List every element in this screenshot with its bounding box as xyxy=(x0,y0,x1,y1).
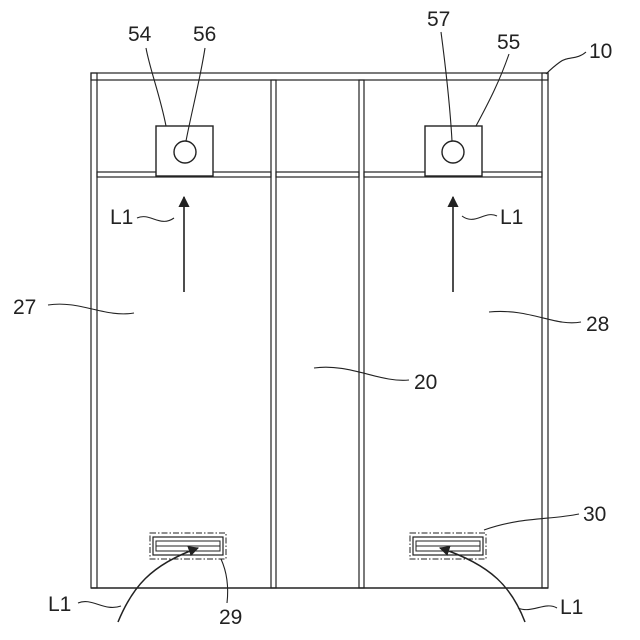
housing-left-wall xyxy=(91,73,97,588)
label-l1-upper-right: L1 xyxy=(500,206,523,229)
left-inlet-29 xyxy=(150,533,226,559)
label-l1-lower-right: L1 xyxy=(560,596,583,619)
label-56: 56 xyxy=(193,23,216,46)
leader-28 xyxy=(489,311,581,322)
partition-right xyxy=(359,80,364,588)
leader-57 xyxy=(441,32,452,141)
shelf-center xyxy=(276,172,359,177)
housing-right-wall xyxy=(542,73,548,588)
label-20: 20 xyxy=(414,371,437,394)
leader-10 xyxy=(546,52,586,74)
label-30: 30 xyxy=(583,503,606,526)
label-l1-lower-left: L1 xyxy=(48,593,71,616)
leader-30 xyxy=(484,514,579,530)
leader-55 xyxy=(476,54,509,126)
housing-top-wall xyxy=(91,73,548,80)
label-10: 10 xyxy=(589,40,612,63)
partition-left xyxy=(271,80,276,588)
right-module-55 xyxy=(425,126,482,176)
label-l1-upper-left: L1 xyxy=(110,206,133,229)
leader-l1-upper-right xyxy=(462,215,497,220)
leader-54 xyxy=(146,48,166,126)
label-54: 54 xyxy=(128,23,152,46)
left-module-54 xyxy=(156,126,213,176)
leader-l1-upper-left xyxy=(137,217,174,222)
label-29: 29 xyxy=(219,606,242,629)
port-56-circle xyxy=(174,141,196,163)
label-27: 27 xyxy=(13,296,36,319)
right-inlet-30 xyxy=(410,533,486,559)
label-55: 55 xyxy=(497,31,520,54)
leader-l1-lower-right xyxy=(518,606,557,610)
label-57: 57 xyxy=(427,8,450,31)
port-57-circle xyxy=(442,141,464,163)
leader-20 xyxy=(314,367,409,380)
leader-29 xyxy=(221,559,228,603)
label-28: 28 xyxy=(586,313,609,336)
leader-l1-lower-left xyxy=(78,602,121,608)
leader-lines xyxy=(48,32,586,610)
